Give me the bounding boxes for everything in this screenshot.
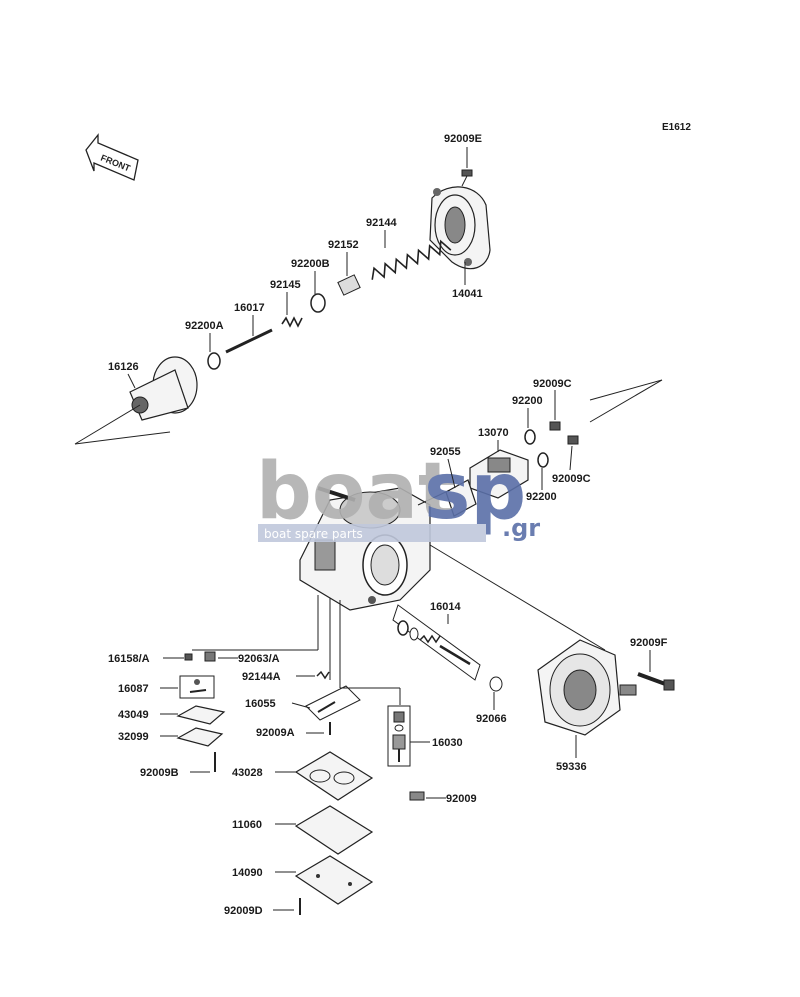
label-leader-line [447,458,456,489]
part-label: 16030 [432,737,463,749]
part-label: 16158/A [108,653,150,665]
gasket-11060 [294,805,374,855]
screw-16158 [184,653,193,661]
part-label: 92009E [444,133,482,145]
leader-line [417,489,451,506]
needle-16055 [305,685,361,721]
leader-line [589,379,663,423]
label-leader-line [127,373,136,389]
screw-92009e [461,169,473,187]
part-label: 16014 [430,601,461,613]
bolt-92009f [637,672,675,691]
gasket-43028 [294,751,374,801]
part-label: 59336 [556,761,587,773]
part-label: 92144A [242,671,281,683]
part-label: 92144 [366,217,397,229]
part-label: 92009 [446,793,477,805]
part-label: 16126 [108,361,139,373]
part-label: 92009A [256,727,295,739]
screw-92009 [409,791,425,801]
needle-valve-16014 [392,604,481,681]
screw-92009c-top [549,421,561,431]
part-label: 16055 [245,698,276,710]
part-label: 92009C [552,473,591,485]
gasket-43049 [176,705,226,725]
part-label: 11060 [232,819,262,831]
part-label: 92063/A [238,653,280,665]
label-leader-line [291,702,311,709]
spring-92144a [316,670,330,680]
part-labels: 92009E 92144 92152 92200B 92145 16017 92200A 16… [108,133,668,917]
cover-14090 [294,855,374,905]
part-label: 92066 [476,713,507,725]
front-arrow-icon: FRONT [85,133,139,181]
leader-line [74,404,141,445]
watermark: boat sp boat spare parts .gr [256,447,540,542]
fitting-92152 [337,274,361,296]
part-label: 92200B [291,258,330,270]
label-leaders [127,147,651,911]
watermark-band [258,524,486,542]
washer-92200b [310,293,326,313]
part-label: 92200 [512,395,543,407]
gasket-92055 [445,479,477,517]
part-label: 92009B [140,767,179,779]
diagram-code: E1612 [662,122,691,133]
watermark-tagline: boat spare parts [264,527,363,541]
washer-92200-upper [524,429,536,445]
part-label: 14090 [232,867,263,879]
label-leader-line [569,445,573,471]
leader-line [589,379,663,401]
spring-92145 [281,316,303,328]
part-label: 92200A [185,320,224,332]
screw-92009c-bottom [567,435,579,445]
part-label: 92009D [224,905,263,917]
part-label: 43049 [118,709,149,721]
watermark-boat: boat [256,447,455,537]
spring-92144 [371,239,452,280]
watermark-domain: .gr [502,514,540,542]
part-label: 16087 [118,683,149,695]
part-label: 14041 [452,288,483,300]
part-label: 92145 [270,279,301,291]
diaphragm-32099 [176,727,224,747]
leader-line [429,544,606,651]
part-label: 43028 [232,767,263,779]
lever-16087 [179,675,215,699]
diaphragm-16126 [129,356,198,421]
carburetor-body [299,486,431,611]
part-label: 92200 [526,491,557,503]
part-label: 92152 [328,239,359,251]
rod-16017 [225,328,273,354]
pump-cover-14041 [429,186,491,270]
part-label: 13070 [478,427,509,439]
part-label: 92055 [430,446,461,458]
pump-cover-59336 [537,639,637,736]
bracket-13070 [469,449,529,499]
part-label: 32099 [118,731,149,743]
part-label: 92009F [630,637,668,649]
washer-92200-lower [537,452,549,468]
part-label: 16017 [234,302,265,314]
watermark-sp: sp [424,447,526,537]
plug-92066 [489,676,503,692]
part-label: 92009C [533,378,572,390]
jet-92063 [204,651,216,662]
jet-assembly-16030 [387,705,411,767]
leader-line [74,431,171,445]
washer-92200a [207,352,221,370]
